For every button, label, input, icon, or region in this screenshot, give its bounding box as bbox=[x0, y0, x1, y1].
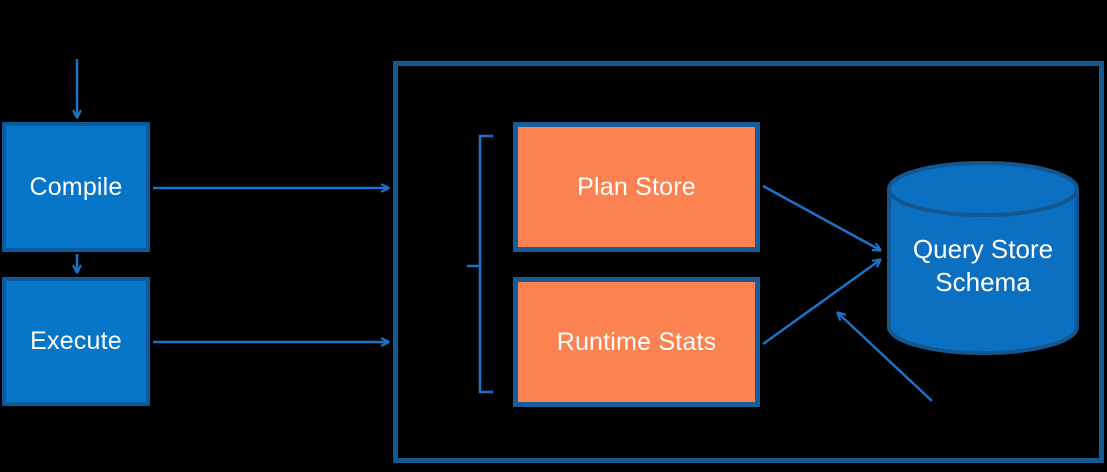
query-store-schema-line1: Query Store bbox=[912, 234, 1054, 264]
compile-label: Compile bbox=[29, 172, 123, 201]
query-store-container-box bbox=[393, 61, 1104, 463]
compile-node: Compile bbox=[2, 122, 150, 252]
runtime-stats-node: Runtime Stats bbox=[513, 277, 760, 407]
plan-store-label: Plan Store bbox=[577, 172, 696, 201]
query-store-schema-line2: Schema bbox=[935, 267, 1031, 297]
execute-node: Execute bbox=[2, 277, 150, 406]
query-store-schema-label: Query Store Schema bbox=[888, 233, 1078, 299]
execute-label: Execute bbox=[30, 327, 122, 355]
runtime-stats-label: Runtime Stats bbox=[556, 327, 717, 356]
plan-store-node: Plan Store bbox=[513, 122, 760, 252]
